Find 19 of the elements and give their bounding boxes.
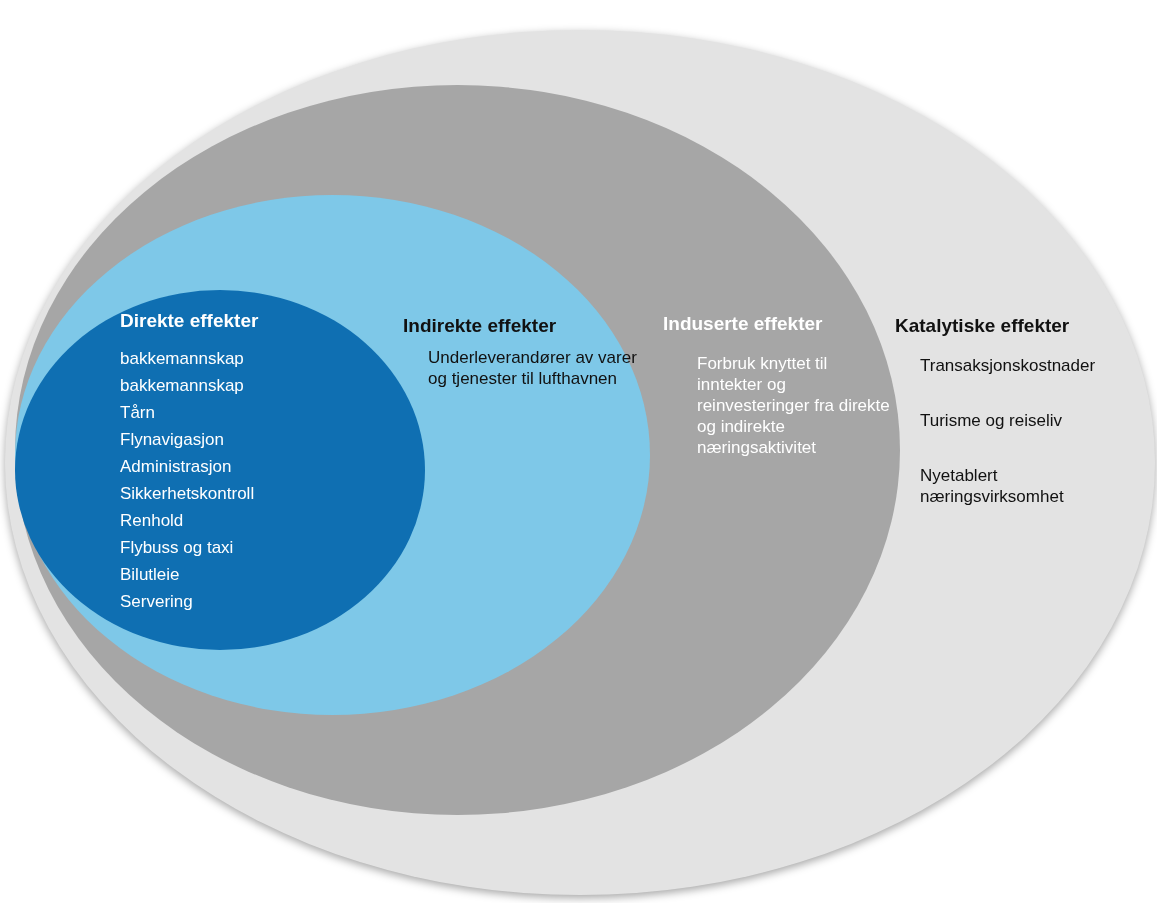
list-item: Bilutleie (120, 564, 181, 585)
list-item: Administrasjon (120, 456, 233, 477)
list-item: Sikkerhetskontroll (120, 483, 256, 504)
list-item: Nyetablert næringsvirksomhet (920, 465, 1065, 507)
list-item: bakkemannskap (120, 348, 245, 369)
description-text: Forbruk knyttet til inntekter og reinvesteringer fra direkte og indirekte næringsaktivitet (697, 353, 891, 458)
list-item: Flybuss og taxi (120, 537, 235, 558)
region-heading: Direkte effekter (120, 310, 259, 331)
list-item: Renhold (120, 510, 185, 531)
list-item: bakkemannskap (120, 375, 245, 396)
description-text: Underleverandører av varer og tjenester til lufthavnen (428, 347, 638, 389)
region-heading: Indirekte effekter (403, 315, 557, 336)
region-heading: Katalytiske effekter (895, 315, 1070, 336)
list-item: Tårn (120, 402, 156, 423)
list-item: Turisme og reiseliv (920, 410, 1064, 431)
list-item: Flynavigasjon (120, 429, 225, 450)
list-item: Servering (120, 591, 194, 612)
region-heading: Induserte effekter (663, 313, 823, 334)
list-item: Transaksjonskostnader (920, 355, 1097, 376)
